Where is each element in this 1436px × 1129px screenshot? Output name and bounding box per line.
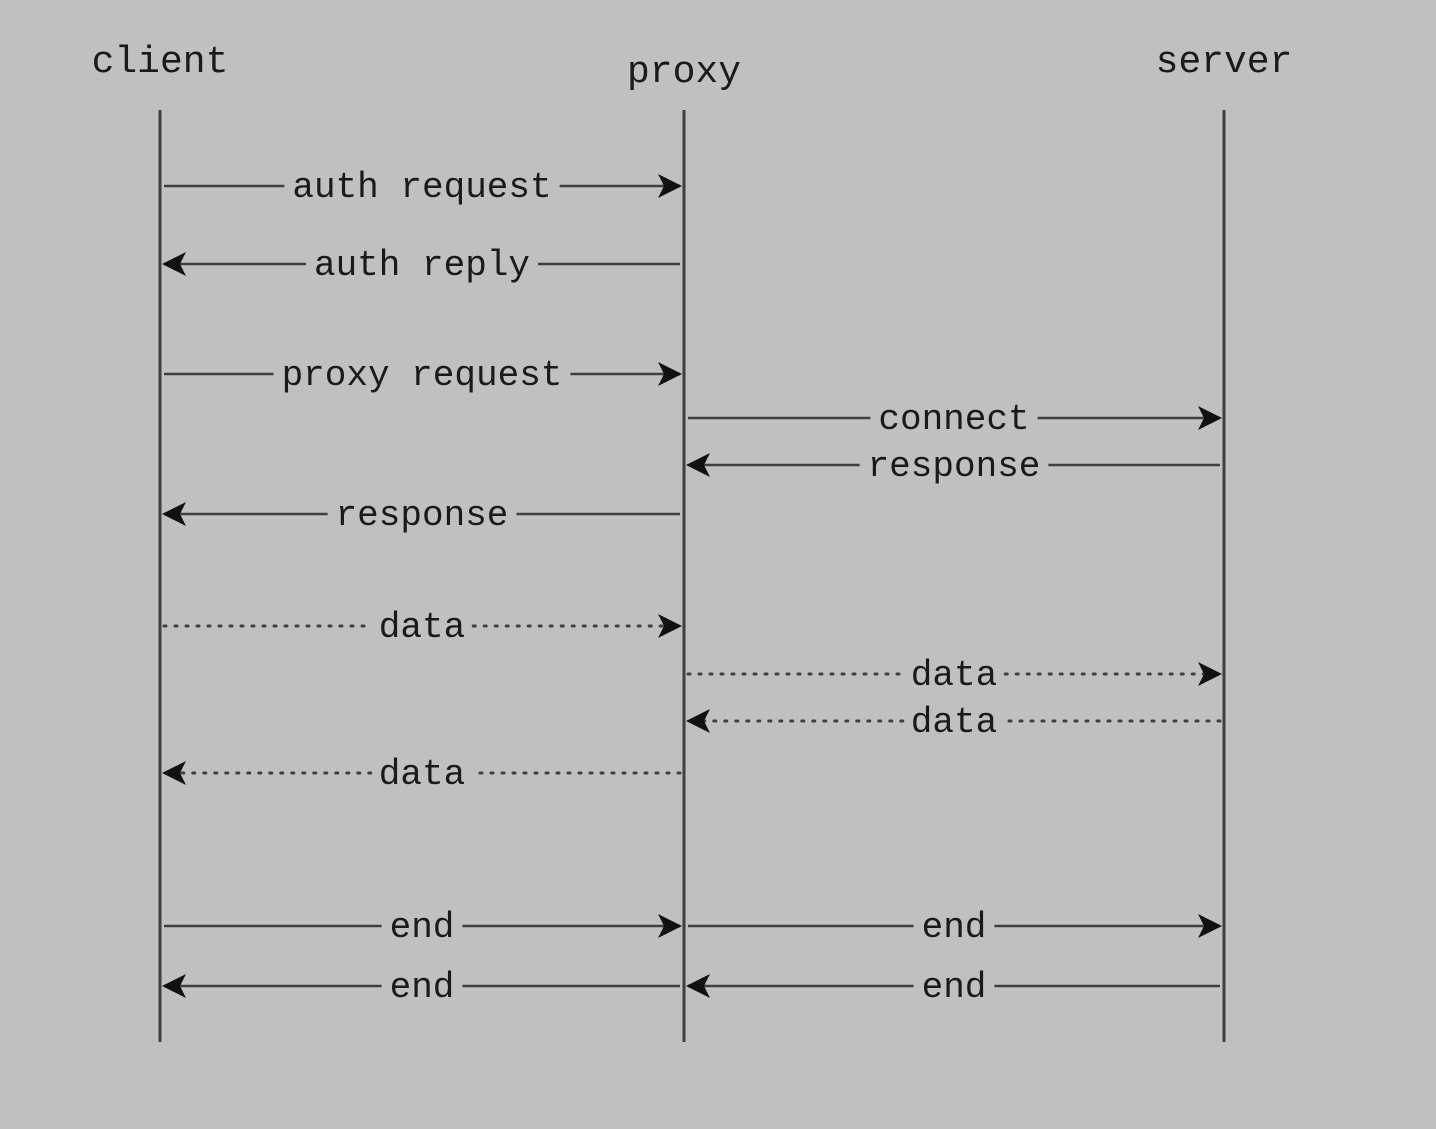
message-label: data: [379, 607, 465, 648]
message-proxy-request-client-to-proxy: proxy request: [164, 355, 682, 396]
message-response-server-to-proxy: response: [686, 446, 1220, 487]
message-label: data: [379, 754, 465, 795]
message-response-proxy-to-client: response: [162, 495, 680, 536]
message-end-server-to-proxy: end: [686, 967, 1220, 1008]
message-label: proxy request: [282, 355, 563, 396]
message-label: auth request: [292, 167, 551, 208]
message-connect-proxy-to-server: connect: [688, 399, 1222, 440]
message-label: end: [922, 907, 987, 948]
message-auth-reply-proxy-to-client: auth reply: [162, 245, 680, 286]
message-label: response: [868, 446, 1041, 487]
message-data-proxy-to-server: data: [686, 655, 1222, 696]
message-end-client-to-proxy: end: [164, 907, 682, 948]
message-data-proxy-to-client: data: [162, 754, 682, 795]
message-label: end: [390, 967, 455, 1008]
message-end-proxy-to-server: end: [688, 907, 1222, 948]
message-data-server-to-proxy: data: [686, 702, 1222, 743]
message-label: data: [911, 655, 997, 696]
message-label: end: [390, 907, 455, 948]
message-label: response: [336, 495, 509, 536]
message-label: data: [911, 702, 997, 743]
message-auth-request-client-to-proxy: auth request: [164, 167, 682, 208]
message-label: auth reply: [314, 245, 530, 286]
participant-label-client: client: [92, 41, 229, 84]
participant-label-proxy: proxy: [627, 51, 741, 94]
message-data-client-to-proxy: data: [162, 607, 682, 648]
participant-label-server: server: [1156, 41, 1293, 84]
message-label: connect: [878, 399, 1029, 440]
message-label: end: [922, 967, 987, 1008]
message-end-proxy-to-client: end: [162, 967, 680, 1008]
